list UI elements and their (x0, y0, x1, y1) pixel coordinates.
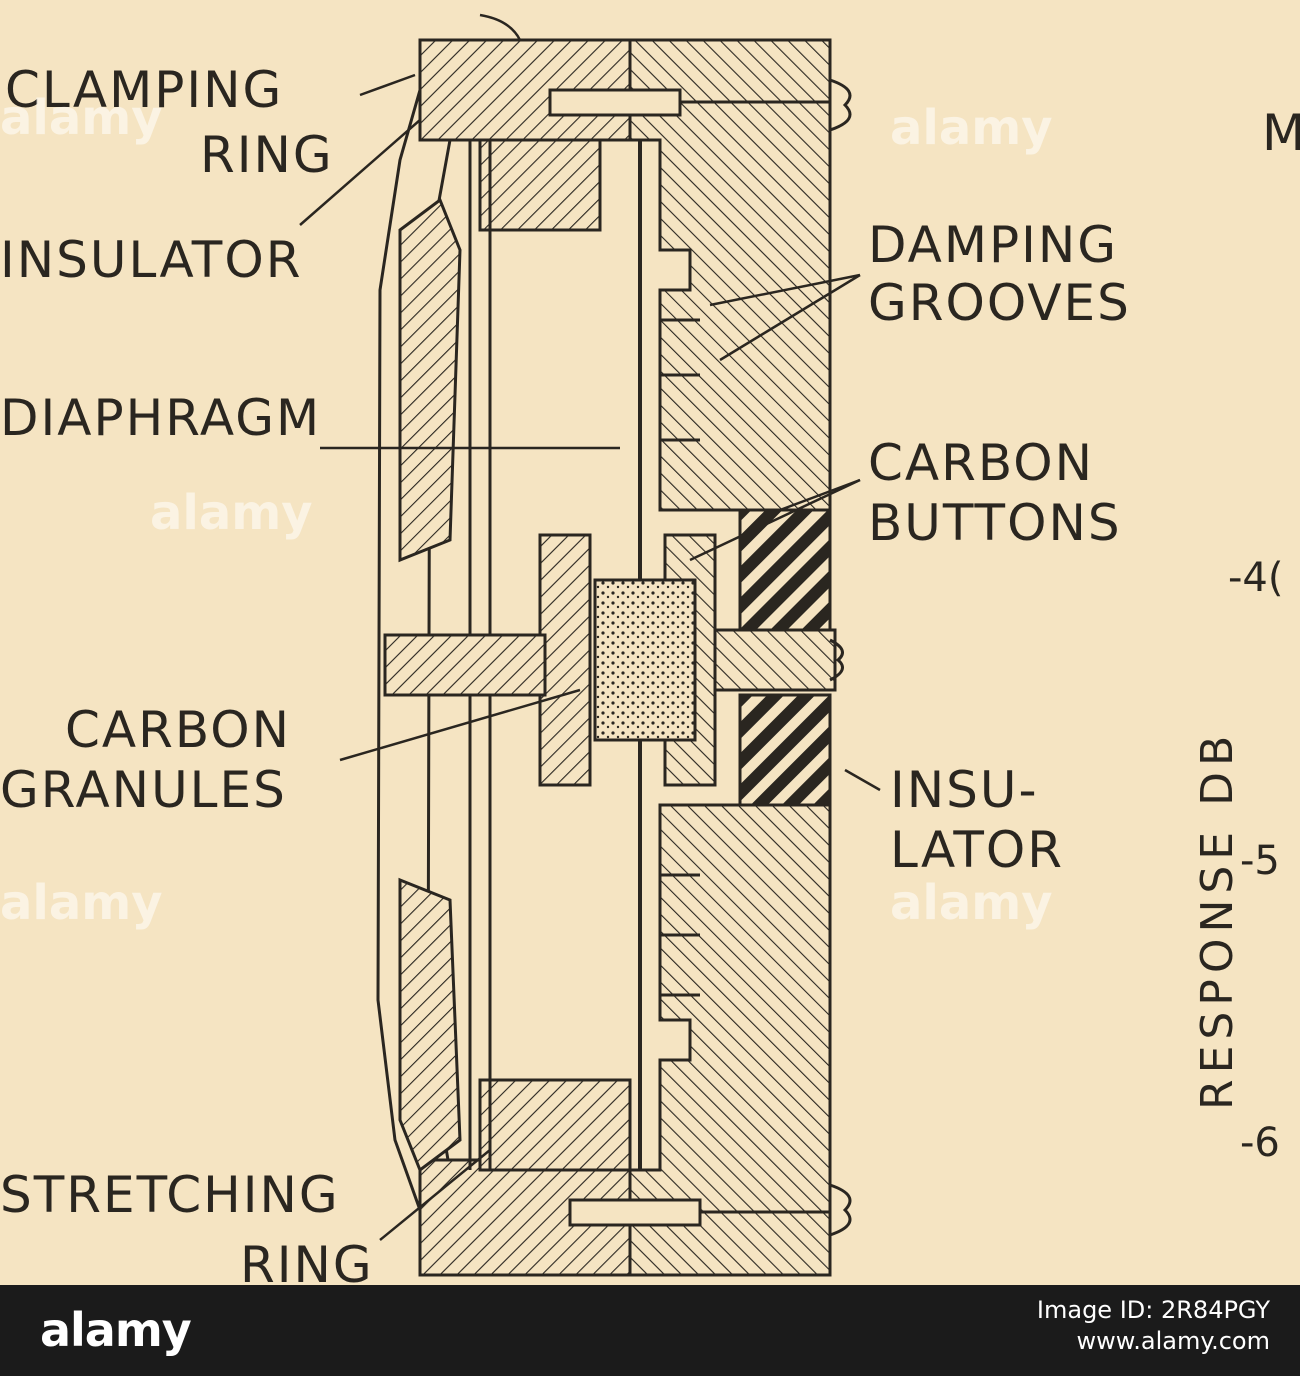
label-diaphragm: DIAPHRAGM (0, 389, 322, 447)
footer-image-id: Image ID: 2R84PGY (1036, 1296, 1270, 1324)
center-post-right (713, 628, 837, 692)
axis-ylabel-response-db: RESPONSE DB (1192, 729, 1243, 1110)
label-insulator-right-line1: INSU- (890, 761, 1039, 819)
label-carbon-buttons-line1: CARBON (868, 434, 1095, 492)
insulator-block-bottom (738, 693, 832, 807)
left-shell-hatch-top (398, 197, 462, 563)
watermark-3: alamy (0, 875, 163, 931)
label-damping-grooves-line2: GROOVES (868, 274, 1131, 332)
footer-brand-logo[interactable]: alamy (40, 1303, 192, 1357)
label-insulator-right-line2: LATOR (890, 821, 1064, 879)
label-carbon-granules-line1: CARBON (65, 701, 292, 759)
back-body-upper (628, 38, 832, 512)
label-carbon-granules-line2: GRANULES (0, 761, 287, 819)
screw-strip-top (548, 88, 682, 117)
watermark-4: alamy (890, 875, 1053, 931)
clamp-block-top (478, 138, 602, 232)
axis-tick-1: -4( (1228, 555, 1284, 601)
label-clamping-ring-line2: RING (200, 126, 334, 184)
label-insulator-left: INSULATOR (0, 231, 303, 289)
label-carbon-buttons-line2: BUTTONS (868, 494, 1122, 552)
label-stretching-ring-line2: RING (240, 1236, 374, 1294)
watermark-5: alamy (890, 100, 1053, 156)
left-shell-hatch-bottom (398, 877, 462, 1173)
clamp-block-bottom (478, 1078, 632, 1172)
back-body-lower (628, 803, 832, 1277)
insulator-block-top (738, 508, 832, 632)
label-damping-grooves-line1: DAMPING (868, 216, 1119, 274)
button-housing-left (538, 533, 592, 787)
microphone-cross-section-diagram (299, 13, 881, 1277)
outer-shell-left (376, 68, 442, 1236)
center-post-left (383, 633, 547, 697)
carbon-granules-chamber (593, 578, 697, 742)
label-stretching-ring-line1: STRETCHING (0, 1166, 340, 1224)
watermark-2: alamy (150, 485, 313, 541)
footer-image-info: Image ID: 2R84PGY www.alamy.com (1037, 1295, 1270, 1357)
screw-strip-bottom (568, 1198, 702, 1227)
axis-tick-3: -6 (1240, 1120, 1280, 1166)
axis-tick-2: -5 (1240, 838, 1280, 884)
watermark-1: alamy (0, 90, 163, 146)
label-clamping-ring-line1: CLAMPING (5, 61, 284, 119)
label-partial-m: M (1262, 104, 1300, 162)
footer-site-url[interactable]: www.alamy.com (1076, 1327, 1270, 1356)
footer-bar: alamy Image ID: 2R84PGY www.alamy.com (0, 1285, 1300, 1376)
